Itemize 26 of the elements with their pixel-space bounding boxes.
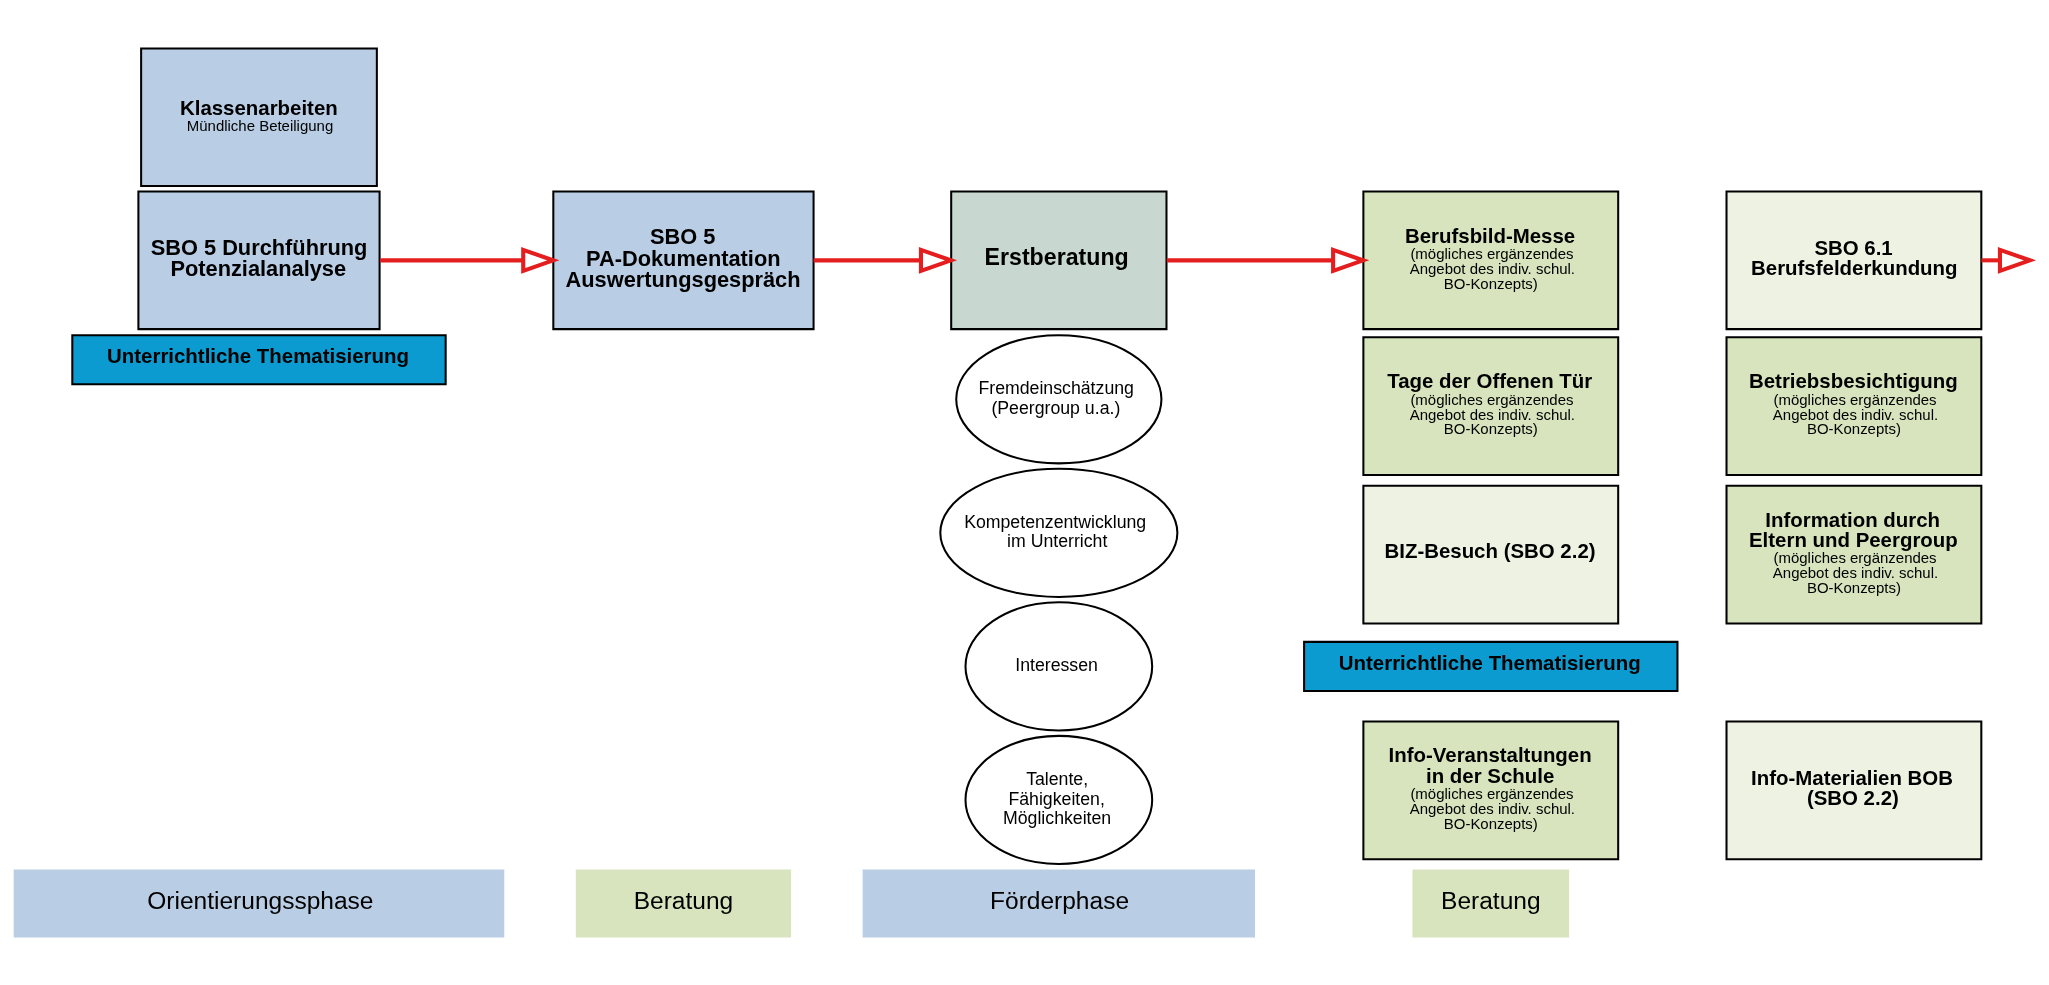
node-box: BIZ-Besuch (SBO 2.2) [1362, 484, 1620, 624]
node-box: Unterrichtliche Thematisierung [1303, 640, 1679, 692]
node-box: Info-Veranstaltungen in der Schule (mögliches ergänzendes Angebot des indiv. schul. BO-Konzepts) [1362, 720, 1620, 860]
arrow [1981, 246, 2037, 274]
node-box: SBO 6.1 Berufsfelderkundung [1725, 190, 1983, 330]
arrow [813, 246, 958, 274]
node-box: Förderphase [862, 868, 1256, 938]
node-box: SBO 5 PA-Dokumentation Auswertungsgespräch [552, 190, 815, 330]
node-box: Tage der Offenen Tür (mögliches ergänzendes Angebot des indiv. schul. BO-Konzepts) [1362, 335, 1620, 476]
node-box: Unterrichtliche Thematisierung [71, 333, 447, 385]
arrow [380, 246, 560, 274]
node-box: Erstberatung [950, 190, 1168, 330]
node-box: Beratung [575, 868, 792, 938]
node-box: Orientierungssphase [13, 868, 505, 938]
arrow [1166, 246, 1370, 274]
node-box: Beratung [1412, 868, 1570, 938]
node-box: Info-Materialien BOB (SBO 2.2) [1725, 720, 1983, 860]
node-box: Information durch Eltern und Peergroup (mögliches ergänzendes Angebot des indiv. schul. BO-Konzepts) [1725, 484, 1983, 624]
node-ellipse: Kompetenzentwicklung im Unterricht [939, 467, 1179, 598]
node-box: Klassenarbeiten Mündliche Beteiligung [140, 46, 378, 187]
node-box: Berufsbild-Messe (mögliches ergänzendes Angebot des indiv. schul. BO-Konzepts) [1362, 190, 1620, 330]
node-ellipse: Talente, Fähigkeiten, Möglichkeiten [964, 734, 1154, 865]
node-ellipse: Interessen [964, 600, 1154, 731]
node-ellipse: Fremdeinschätzung (Peergroup u.a.) [955, 333, 1163, 464]
node-box: Betriebsbesichtigung (mögliches ergänzendes Angebot des indiv. schul. BO-Konzepts) [1725, 335, 1983, 476]
node-box: SBO 5 Durchführung Potenzialanalyse [137, 190, 381, 330]
